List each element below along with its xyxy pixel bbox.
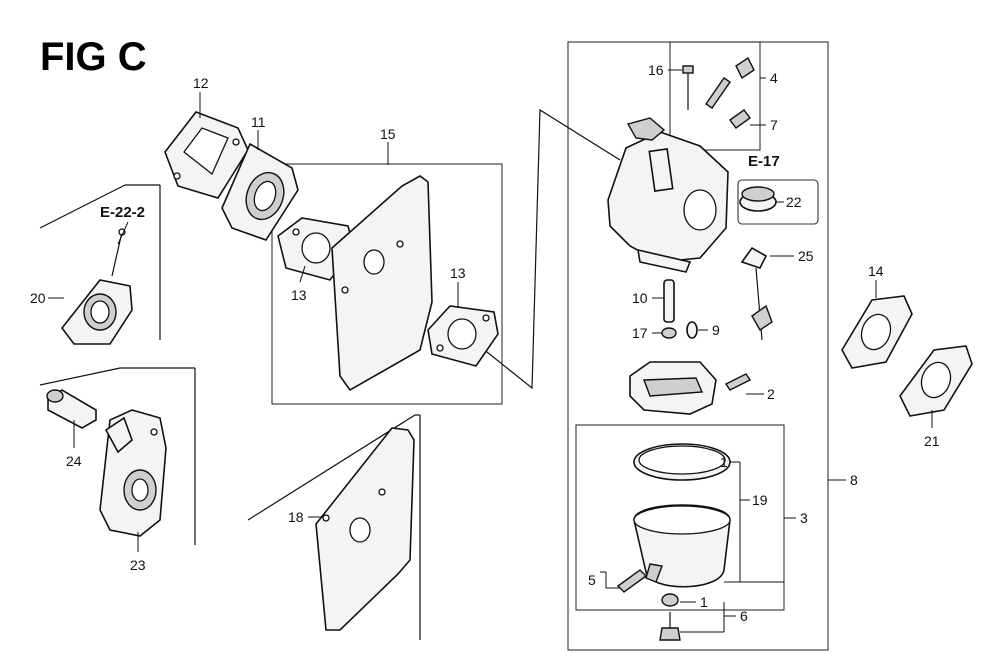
callout-21[interactable]: 21 [924, 433, 940, 449]
callout-7[interactable]: 7 [770, 117, 778, 133]
callout-1-lower[interactable]: 1 [700, 594, 708, 610]
callout-9[interactable]: 9 [712, 322, 720, 338]
part-23-housing [99, 409, 167, 537]
gasket-to-carb-line [471, 108, 621, 390]
callout-20[interactable]: 20 [30, 290, 46, 306]
part-4-screw-set [705, 56, 755, 129]
group-box-15 [271, 163, 503, 405]
callout-22[interactable]: 22 [786, 194, 802, 210]
part-21-gasket [899, 345, 973, 417]
callout-11[interactable]: 11 [251, 114, 266, 130]
part-15-plate [331, 175, 433, 392]
callout-19[interactable]: 19 [752, 492, 768, 508]
part-19-float-bowl [633, 504, 731, 588]
part-17-washer [661, 327, 677, 339]
callout-18[interactable]: 18 [288, 509, 304, 525]
callout-12[interactable]: 12 [193, 75, 209, 91]
callout-4[interactable]: 4 [770, 70, 778, 86]
float [629, 361, 717, 415]
callout-23[interactable]: 23 [130, 557, 146, 573]
callout-1-upper[interactable]: 1 [720, 454, 728, 470]
leader-lines [48, 69, 933, 633]
callout-8[interactable]: 8 [850, 472, 858, 488]
callout-14[interactable]: 14 [868, 263, 884, 279]
callout-17[interactable]: 17 [632, 325, 648, 341]
callout-13-right[interactable]: 13 [450, 265, 466, 281]
callout-6[interactable]: 6 [740, 608, 748, 624]
part-11-insulator [221, 142, 299, 241]
ref-e17[interactable]: E-17 [748, 153, 780, 170]
callout-15[interactable]: 15 [380, 126, 396, 142]
callout-10[interactable]: 10 [632, 290, 648, 306]
group-box-4 [669, 41, 761, 151]
ref-e22-2[interactable]: E-22-2 [100, 204, 145, 221]
part-1-o-ring [633, 443, 731, 481]
part-24-collar [46, 389, 97, 429]
part-13-gasket-right [427, 305, 499, 367]
callout-24[interactable]: 24 [66, 453, 82, 469]
part-16-screw [682, 65, 694, 110]
part-22-cap [737, 179, 819, 225]
part-14-gasket [841, 295, 913, 369]
figure-title: FIG C [40, 35, 147, 79]
callout-16[interactable]: 16 [648, 62, 664, 78]
part-18-plate [315, 427, 415, 631]
callout-13-left[interactable]: 13 [291, 287, 307, 303]
callout-3[interactable]: 3 [800, 510, 808, 526]
part-10-jet [663, 279, 675, 323]
callout-5[interactable]: 5 [588, 572, 596, 588]
part-20-insulator [60, 228, 133, 345]
carburetor-body [607, 117, 729, 273]
part-5-screw [616, 569, 648, 593]
part-6-bolt [659, 593, 681, 641]
part-2-pin [724, 373, 752, 391]
part-9-spring [686, 321, 698, 339]
part-25-drain [740, 246, 773, 341]
section-lines [39, 184, 421, 640]
callout-25[interactable]: 25 [798, 248, 814, 264]
callout-2[interactable]: 2 [767, 386, 775, 402]
